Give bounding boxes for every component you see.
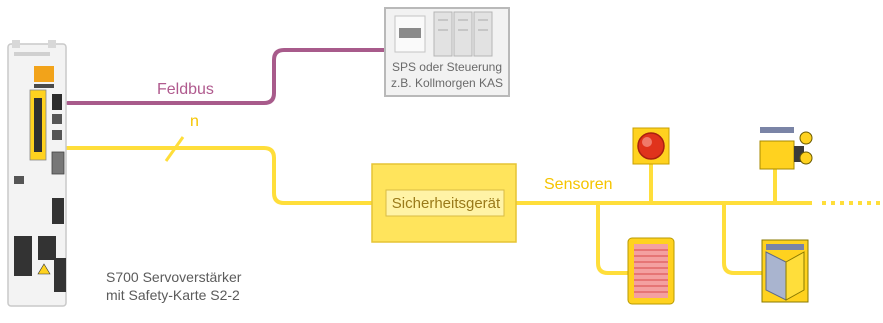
- sensor-line-lightcurtain: [596, 203, 628, 275]
- key-switch-icon: [759, 127, 813, 170]
- sensor-bus-continuation: [822, 201, 880, 205]
- drive-label-line2: mit Safety-Karte S2-2: [106, 287, 240, 303]
- sensor-line-doorswitch: [722, 203, 762, 275]
- servo-drive-icon: [7, 40, 67, 307]
- sensors-label: Sensoren: [544, 176, 613, 193]
- safety-device-box: [371, 163, 517, 243]
- fieldbus-label: Feldbus: [157, 81, 214, 98]
- plc-label-line1: SPS oder Steuerung: [391, 60, 503, 74]
- drive-label-line1: S700 Servoverstärker: [106, 269, 242, 285]
- plc-label-line2: z.B. Kollmorgen KAS: [390, 76, 504, 90]
- safety-device-label: Sicherheitsgerät: [391, 195, 501, 212]
- line-count-label: n: [190, 113, 199, 130]
- fieldbus-line: [66, 48, 387, 105]
- door-switch-icon: [761, 239, 809, 303]
- n-slash-mark: [164, 136, 185, 162]
- light-curtain-icon: [627, 237, 675, 305]
- plc-controller-icon: [384, 7, 510, 97]
- emergency-stop-icon: [632, 127, 670, 165]
- safety-line-drive: [42, 146, 374, 205]
